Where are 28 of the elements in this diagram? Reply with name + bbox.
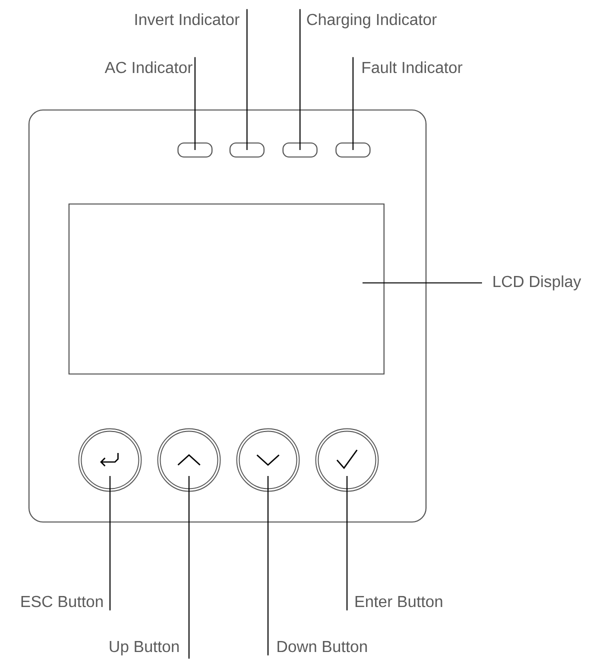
indicator-light: [229, 142, 265, 158]
leader-line: [246, 9, 248, 150]
callout-label: ESC Button: [21, 596, 103, 608]
leader-line: [299, 9, 301, 150]
leader-line: [194, 57, 196, 150]
indicator-light: [282, 142, 318, 158]
indicator-light: [177, 142, 213, 158]
callout-label: LCD Display: [494, 275, 582, 290]
indicator-light: [335, 142, 371, 158]
callout-label: Up Button: [110, 641, 179, 656]
callout-label: Down Button: [278, 641, 367, 652]
lcd-screen: [68, 203, 385, 375]
callout-label: AC Indicator: [104, 61, 192, 74]
callout-label: Charging Indicator: [307, 13, 437, 28]
leader-line: [109, 476, 111, 610]
callout-label: Invert Indicator: [135, 13, 240, 26]
callout-label: Enter Button: [356, 596, 442, 608]
button-circle: [315, 428, 379, 492]
panel-outline: [28, 109, 427, 523]
button-circle: [78, 428, 142, 492]
leader-line: [267, 476, 269, 656]
button-circle: [236, 428, 300, 492]
leader-line: [362, 282, 482, 284]
leader-line: [188, 476, 190, 659]
callout-label: Fault Indicator: [362, 61, 462, 74]
leader-line: [352, 57, 354, 150]
button-circle: [157, 428, 221, 492]
leader-line: [346, 476, 348, 610]
